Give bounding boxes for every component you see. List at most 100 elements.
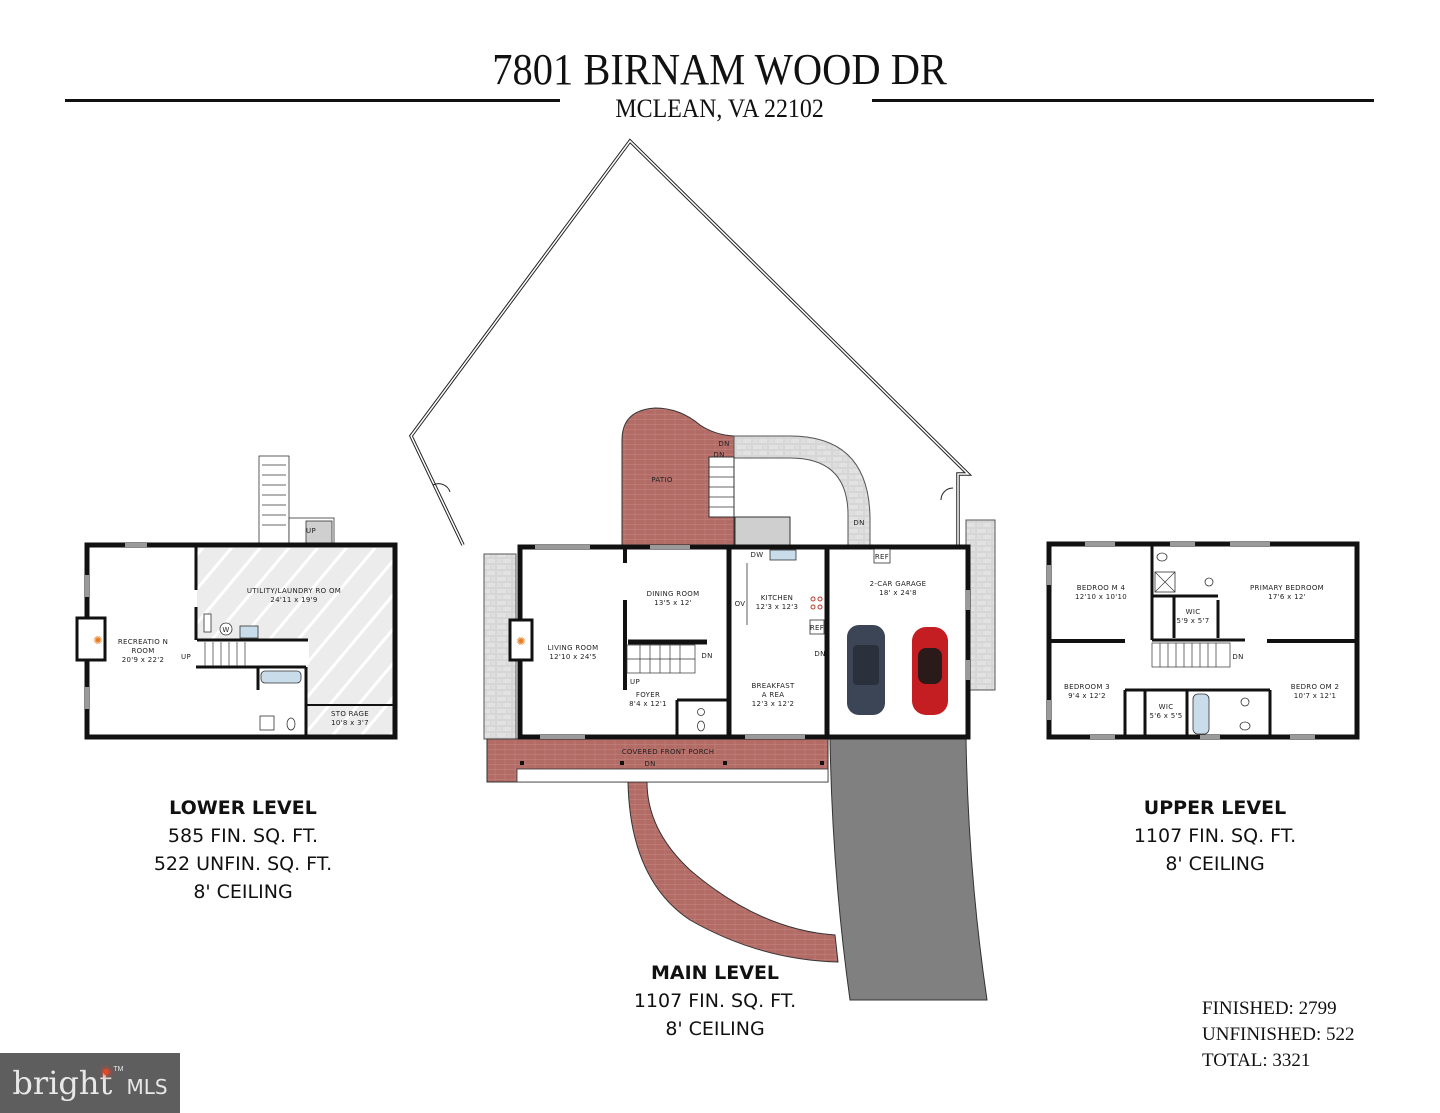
- fireplace: [508, 618, 534, 662]
- car-red-icon: [912, 627, 948, 715]
- up-label: UP: [306, 527, 316, 535]
- sink-icon: [1204, 577, 1214, 587]
- bright-mls-logo: bright TM MLS: [0, 1053, 180, 1113]
- exterior-stairs: [708, 456, 791, 546]
- bedroom-2-label: BEDRO OM 2: [1291, 683, 1339, 691]
- logo-brand: bright: [12, 1064, 113, 1102]
- kitchen-sink-icon: [769, 549, 797, 561]
- kitchen-size: 12'3 x 12'3: [756, 603, 798, 611]
- main-level-finished: 1107 FIN. SQ. FT.: [633, 990, 797, 1012]
- toilet-icon: [697, 720, 705, 732]
- sink-icon: [1240, 697, 1250, 707]
- porch-label: COVERED FRONT PORCH: [622, 748, 715, 756]
- logo-spark-icon: [103, 1069, 109, 1075]
- main-interior-stairs: [626, 644, 696, 674]
- main-level-summary: MAIN LEVEL 1107 FIN. SQ. FT. 8' CEILING: [590, 959, 840, 1043]
- total-finished: FINISHED: 2799: [1202, 998, 1337, 1019]
- property-city-state-zip: MCLEAN, VA 22102: [615, 94, 824, 123]
- water-heater-icon: [219, 622, 233, 636]
- lower-exterior-stairs: [258, 455, 335, 545]
- storage-label: STO RAGE: [331, 710, 369, 718]
- breakfast-area-label: BREAKFAST: [751, 682, 794, 690]
- header-rule-left: [65, 99, 560, 102]
- dn-label: DN: [814, 650, 825, 658]
- wic-size: 5'9 x 5'7: [1177, 617, 1210, 625]
- primary-bedroom-size: 17'6 x 12': [1268, 593, 1306, 601]
- living-room-label: LIVING ROOM: [548, 644, 599, 652]
- recreation-room-label: RECREATIO N: [118, 638, 168, 646]
- dn-label: DN: [701, 652, 712, 660]
- primary-bedroom-label: PRIMARY BEDROOM: [1250, 584, 1324, 592]
- garage-size: 18' x 24'8: [879, 589, 917, 597]
- fireplace: [75, 616, 107, 662]
- recreation-room-label-2: ROOM: [131, 647, 154, 655]
- lower-level-ceiling: 8' CEILING: [193, 881, 293, 903]
- bedroom-4-size: 12'10 x 10'10: [1075, 593, 1127, 601]
- total-overall: TOTAL: 3321: [1202, 1050, 1311, 1071]
- storage-size: 10'8 x 3'7: [331, 719, 369, 727]
- up-label: UP: [181, 653, 191, 661]
- bedroom-3-size: 9'4 x 12'2: [1068, 692, 1106, 700]
- dn-label: DN: [1232, 653, 1243, 661]
- foyer-size: 8'4 x 12'1: [629, 700, 667, 708]
- foyer-label: FOYER: [636, 691, 660, 699]
- header-rule-right: [872, 99, 1374, 102]
- dn-label: DN: [644, 760, 655, 768]
- upper-level-title: UPPER LEVEL: [1143, 797, 1287, 819]
- lower-interior-stairs: [204, 642, 246, 666]
- living-room-size: 12'10 x 24'5: [549, 653, 596, 661]
- gate-icon: [432, 483, 451, 493]
- fire-icon: ✺: [516, 636, 525, 648]
- sink-icon: [259, 715, 275, 731]
- oven-label: OV: [735, 600, 746, 608]
- main-level-title: MAIN LEVEL: [650, 962, 780, 984]
- square-footage-totals: FINISHED: 2799 UNFINISHED: 522 TOTAL: 33…: [1202, 996, 1355, 1074]
- driveway: [829, 736, 988, 1001]
- garage-fridge: [873, 548, 891, 564]
- cooktop-icon: [810, 596, 823, 610]
- dn-label: DN: [718, 440, 729, 448]
- total-unfinished: UNFINISHED: 522: [1202, 1024, 1355, 1045]
- dining-room-label: DINING ROOM: [647, 590, 700, 598]
- stone-walk-right: [965, 519, 996, 691]
- lower-level-unfinished: 522 UNFIN. SQ. FT.: [153, 853, 333, 875]
- dn-label: DN: [713, 451, 724, 459]
- toilet-icon: [1239, 721, 1251, 731]
- water-heater-label: W: [222, 626, 229, 634]
- utility-room-label: UTILITY/LAUNDRY RO OM: [247, 587, 341, 595]
- up-label: UP: [630, 678, 640, 686]
- lower-level-title: LOWER LEVEL: [169, 797, 317, 819]
- bathtub-icon: [1192, 693, 1210, 735]
- storage-room: [306, 706, 393, 735]
- logo-suffix: MLS: [126, 1075, 168, 1099]
- lower-level-finished: 585 FIN. SQ. FT.: [167, 825, 319, 847]
- windows: [535, 545, 970, 739]
- utility-laundry-room: [197, 548, 393, 705]
- lot-boundary: [408, 138, 973, 546]
- wic-label: WIC: [1159, 703, 1174, 711]
- logo-trademark: TM: [113, 1065, 124, 1073]
- bathtub-icon: [260, 670, 302, 684]
- windows: [85, 543, 147, 709]
- kitchen-fridge: [809, 619, 825, 635]
- toilet-icon: [286, 717, 296, 731]
- hvac-unit: [203, 613, 212, 633]
- dishwasher-label: DW: [751, 551, 764, 559]
- patio: [621, 407, 735, 546]
- main-level-walls: [517, 544, 971, 740]
- laundry-sink-icon: [239, 625, 259, 639]
- upper-level-summary: UPPER LEVEL 1107 FIN. SQ. FT. 8' CEILING: [1090, 794, 1340, 878]
- front-walk: [627, 781, 839, 963]
- lower-level-summary: LOWER LEVEL 585 FIN. SQ. FT. 522 UNFIN. …: [118, 794, 368, 906]
- dining-room-size: 13'5 x 12': [654, 599, 692, 607]
- car-blue-icon: [847, 625, 885, 715]
- windows: [1047, 542, 1315, 739]
- garage-label: 2-CAR GARAGE: [870, 580, 927, 588]
- bedroom-2-size: 10'7 x 12'1: [1294, 692, 1336, 700]
- toilet-icon: [1156, 552, 1168, 562]
- wic-size: 5'6 x 5'5: [1150, 712, 1183, 720]
- bedroom-3-label: BEDROOM 3: [1064, 683, 1110, 691]
- property-address: 7801 BIRNAM WOOD DR: [492, 45, 947, 94]
- breakfast-area-label-2: A REA: [762, 691, 785, 699]
- sink-icon: [697, 708, 705, 716]
